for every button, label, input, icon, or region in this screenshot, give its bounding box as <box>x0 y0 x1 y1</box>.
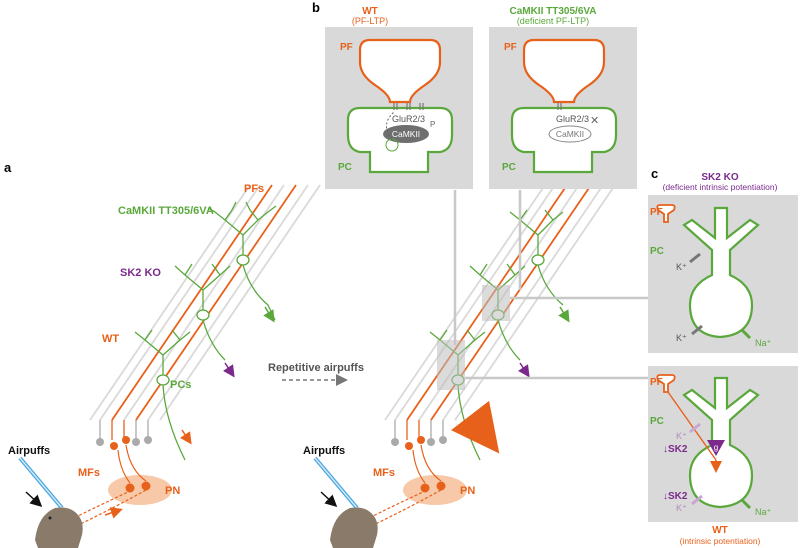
label-pn-middle: PN <box>460 485 475 497</box>
panel-b-mut-title: CaMKII TT305/6VA <box>509 6 596 17</box>
panel-c-wt-sk2-top: ↓SK2 <box>663 444 688 455</box>
panel-c-sk2-title: SK2 KO <box>701 172 738 183</box>
panel-c-sk2-pf: PF <box>650 207 663 218</box>
highlight-box-bottom <box>437 340 465 390</box>
panel-b-wt-title: WT <box>362 6 378 17</box>
panel-b: WT (PF-LTP) CaMKII TT305/6VA (deficient … <box>325 6 637 189</box>
panel-b-wt-camkii: CaMKII <box>392 129 420 139</box>
panel-c-wt-k-top: K⁺ <box>676 431 687 441</box>
panel-label-b: b <box>312 0 320 15</box>
panel-c-wt-sk2-bottom: ↓SK2 <box>663 491 688 502</box>
animal-face-left <box>35 507 83 548</box>
panel-b-mut-sub: (deficient PF-LTP) <box>517 16 589 26</box>
panel-c-wt-pf: PF <box>650 377 663 388</box>
middle-circuit: Airpuffs MFs PN <box>303 184 616 548</box>
highlight-box-top <box>482 285 510 321</box>
purkinje-output-arrow-purple <box>223 362 235 378</box>
label-pn-left: PN <box>165 485 180 497</box>
pontine-nucleus-halo-left <box>108 475 172 505</box>
panel-b-wt-p: P <box>430 120 435 129</box>
panel-b-mut-camkii: CaMKII <box>556 129 584 139</box>
airpuff-arrow-left <box>25 491 43 508</box>
mossy-fibers-left <box>96 420 152 450</box>
label-airpuffs-left: Airpuffs <box>8 445 50 457</box>
svg-text:✕: ✕ <box>590 115 599 127</box>
panel-a: PFs CaMKII TT305/6VA SK2 KO WT PCs MFs P… <box>8 183 321 548</box>
label-wt-left: WT <box>102 333 119 345</box>
panel-b-wt-pc: PC <box>338 162 352 173</box>
panel-b-mut-camkii-oval <box>548 125 592 143</box>
panel-c-wt-na: Na⁺ <box>755 507 772 517</box>
panel-c-sk2-k-bottom: K⁺ <box>676 333 687 343</box>
panel-b-wt-camkii-oval <box>383 125 429 143</box>
panel-b-mut-pc: PC <box>502 162 516 173</box>
panel-c-wt-k-bottom: K⁺ <box>676 503 687 513</box>
panel-c-wt-pc: PC <box>650 416 664 427</box>
panel-b-wt-pf: PF <box>340 42 353 53</box>
panel-c-wt-sub: (intrinsic potentiation) <box>680 536 761 546</box>
label-repetitive-airpuffs: Repetitive airpuffs <box>268 362 364 374</box>
panel-c: SK2 KO (deficient intrinsic potentiation… <box>648 172 798 546</box>
panel-b-wt-sub: (PF-LTP) <box>352 16 388 26</box>
panel-c-sk2-k-top: K⁺ <box>676 262 687 272</box>
panel-label-c: c <box>651 166 658 181</box>
connector-lines <box>453 190 648 380</box>
parallel-fibers-left <box>89 184 321 421</box>
label-airpuffs-middle: Airpuffs <box>303 445 345 457</box>
panel-c-wt-title: WT <box>712 525 728 536</box>
panel-c-sk2-pc: PC <box>650 246 664 257</box>
panel-c-sk2-na: Na⁺ <box>755 338 772 348</box>
big-output-arrow <box>451 400 500 454</box>
purkinje-output-arrow-green <box>263 306 275 323</box>
label-pfs: PFs <box>244 183 264 195</box>
panel-b-mut-glur: GluR2/3 <box>556 114 589 124</box>
panel-c-wt-g-triangle <box>707 440 725 456</box>
purkinje-cells-left <box>134 201 277 461</box>
panel-label-a: a <box>4 160 12 175</box>
panel-b-wt-glur: GluR2/3 <box>392 114 425 124</box>
label-sk2-ko-left: SK2 KO <box>120 267 161 279</box>
panel-b-mut-pf: PF <box>504 42 517 53</box>
purkinje-output-arrow-orange <box>180 429 192 445</box>
label-pcs: PCs <box>170 379 191 391</box>
panel-c-sk2-sub: (deficient intrinsic potentiation) <box>663 182 778 192</box>
label-mfs-left: MFs <box>78 467 100 479</box>
panel-c-wt-g: g <box>714 443 718 452</box>
label-mfs-middle: MFs <box>373 467 395 479</box>
label-camkii-left: CaMKII TT305/6VA <box>118 205 214 217</box>
